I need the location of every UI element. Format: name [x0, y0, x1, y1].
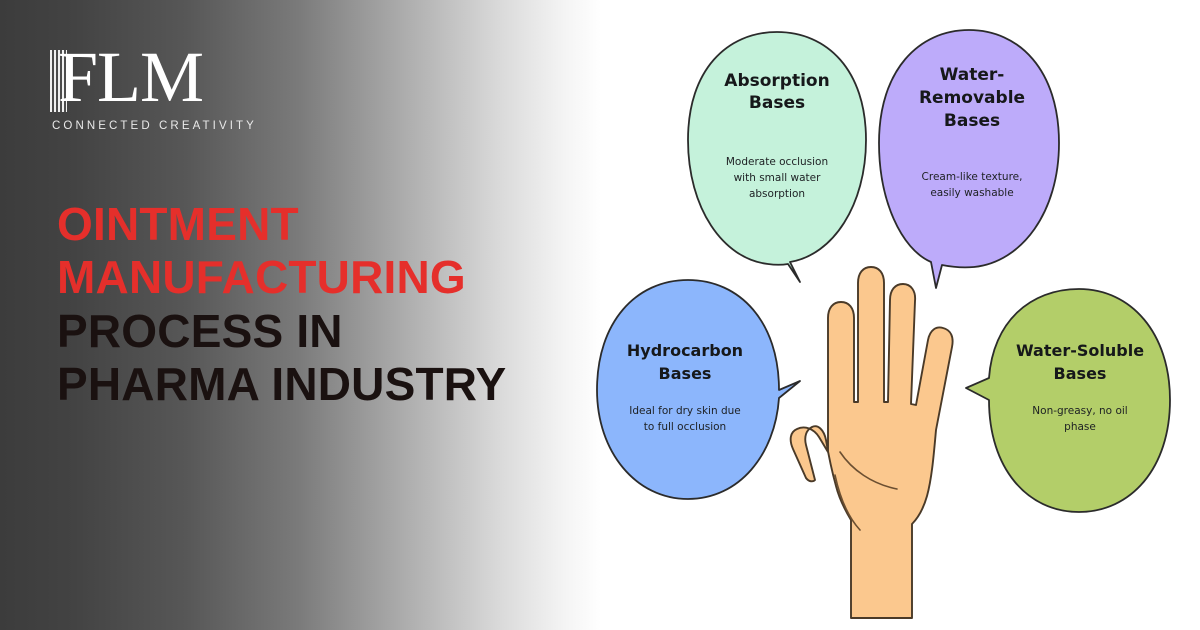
page-title: OINTMENT MANUFACTURING PROCESS IN PHARMA…: [57, 198, 597, 411]
bubble-shape: [687, 31, 867, 283]
bubble-water-soluble-bases[interactable]: Water-Soluble Bases Non-greasy, no oil p…: [965, 288, 1171, 513]
bubble-title-line-1: Absorption: [724, 71, 829, 91]
bubble-title-line-1: Water-Soluble: [1016, 341, 1144, 360]
bubble-desc-line-2: phase: [1064, 421, 1096, 433]
palm-crease-upper: [839, 451, 898, 490]
bubble-title-line-1: Water-: [940, 65, 1005, 85]
bubble-shape: [596, 279, 801, 500]
bubble-title-line-1: Hydrocarbon: [627, 341, 743, 360]
open-hand-icon: [789, 266, 954, 619]
bubble-shape: [878, 29, 1060, 289]
hand-shape: [789, 266, 954, 619]
bubble-title-line-2: Bases: [749, 93, 805, 113]
bubble-absorption-bases[interactable]: Absorption Bases Moderate occlusion with…: [687, 31, 867, 283]
logo-mark: FLM: [46, 41, 286, 113]
bubble-desc-line-1: Moderate occlusion: [726, 156, 828, 168]
bubble-title-line-2: Bases: [659, 364, 712, 383]
brand-logo: FLM CONNECTED CREATIVITY: [46, 41, 286, 132]
left-title-panel: FLM CONNECTED CREATIVITY OINTMENT MANUFA…: [0, 0, 620, 630]
bubble-desc-line-2: easily washable: [930, 187, 1013, 199]
bubble-desc-line-1: Non-greasy, no oil: [1032, 405, 1127, 417]
bubble-title-line-3: Bases: [944, 111, 1000, 131]
title-line-3: PROCESS IN: [57, 304, 343, 357]
title-line-2: MANUFACTURING: [57, 251, 466, 304]
brand-tagline: CONNECTED CREATIVITY: [52, 120, 257, 132]
bubble-desc-line-2: to full occlusion: [644, 421, 726, 433]
bubble-title-line-2: Removable: [919, 88, 1025, 108]
bubble-desc-line-1: Ideal for dry skin due: [629, 405, 740, 417]
logo-wordmark: FLM: [58, 37, 204, 117]
bubble-water-removable-bases[interactable]: Water- Removable Bases Cream-like textur…: [878, 29, 1060, 289]
right-diagram-panel: Absorption Bases Moderate occlusion with…: [596, 0, 1200, 630]
bubble-desc-line-1: Cream-like texture,: [922, 171, 1023, 183]
bubble-desc-line-2: with small water: [734, 172, 822, 184]
bubble-desc-line-3: absorption: [749, 188, 805, 200]
palm-crease-lower: [834, 474, 861, 531]
bubble-shape: [965, 288, 1171, 513]
bubble-title-line-2: Bases: [1054, 364, 1107, 383]
title-line-4: PHARMA INDUSTRY: [57, 358, 507, 411]
bubble-hydrocarbon-bases[interactable]: Hydrocarbon Bases Ideal for dry skin due…: [596, 279, 801, 500]
column-mark-icon: [50, 50, 67, 112]
title-line-1: OINTMENT: [57, 198, 299, 250]
